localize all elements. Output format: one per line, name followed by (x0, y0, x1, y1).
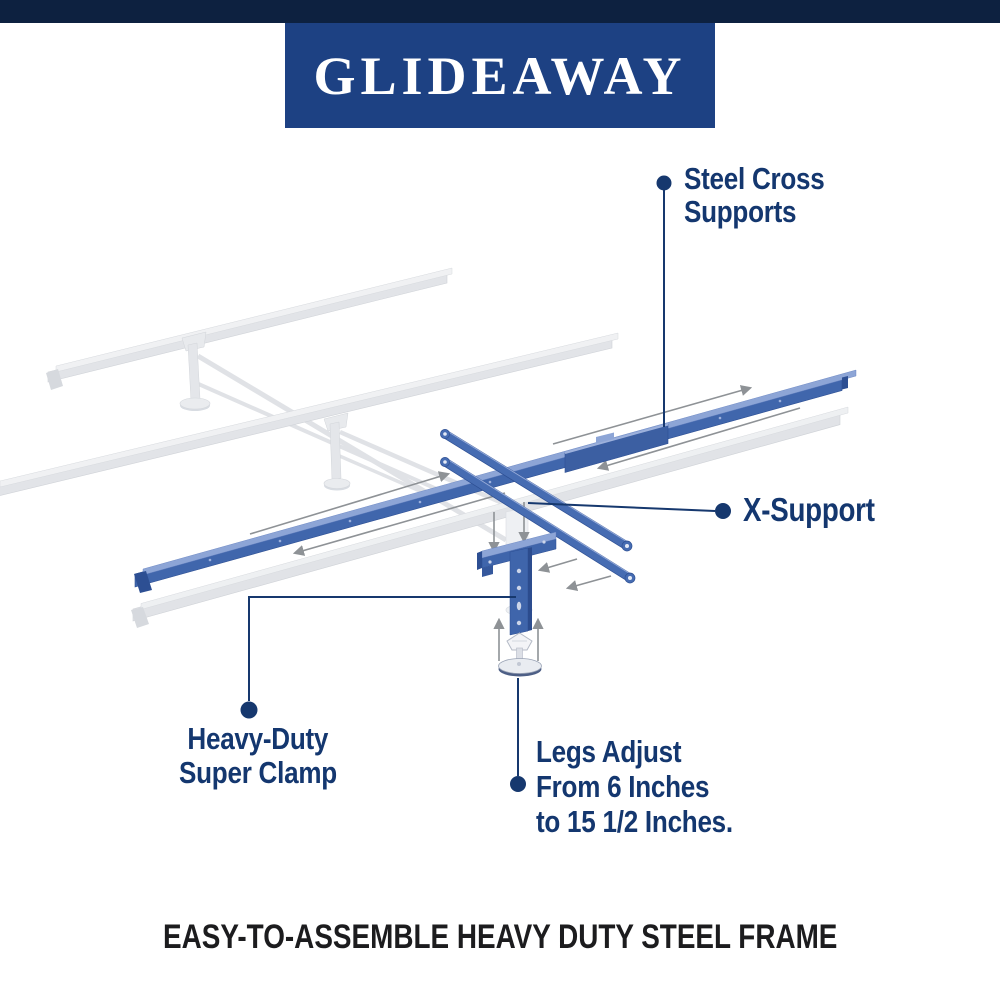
arrow-brace-2 (565, 575, 612, 591)
ghost-leg-1 (179, 331, 508, 543)
arrow-slide-right-upper (552, 385, 753, 445)
callout-legs-adjust (510, 678, 526, 792)
label-heavy-duty-super-clamp: Heavy-Duty Super Clamp (110, 722, 406, 790)
callout-steel-cross-supports (656, 175, 672, 427)
callout-x-support (527, 502, 731, 519)
header-strip (0, 0, 1000, 23)
label-steel-cross-line1: Steel Cross (684, 161, 825, 196)
label-legs-line2: From 6 Inches (536, 769, 710, 804)
arrow-slide-right-left (249, 471, 451, 535)
x-support-bar-2 (440, 457, 636, 584)
arrow-brace-1 (537, 558, 578, 573)
ghost-rail-far (46, 267, 453, 390)
frame-illustration (0, 175, 857, 792)
assembly-arrows (249, 385, 801, 661)
x-support-bars (440, 429, 636, 584)
label-steel-cross-supports: Steel Cross Supports (684, 162, 851, 228)
label-x-support: X-Support (743, 491, 875, 528)
brand-logo-text: GLIDEAWAY (313, 45, 687, 106)
arrow-slide-left-lower (292, 492, 506, 556)
ghost-leg-2 (323, 412, 524, 515)
brand-logo: GLIDEAWAY (285, 23, 715, 128)
callout-lines (240, 175, 731, 792)
label-legs-line3: to 15 1/2 Inches. (536, 804, 733, 839)
ghost-rail-near (131, 406, 849, 628)
callout-super-clamp (240, 596, 516, 719)
label-clamp-line2: Super Clamp (179, 755, 337, 790)
label-steel-cross-line2: Supports (684, 194, 797, 229)
arrow-slide-left-upper (596, 407, 801, 471)
bottom-caption: EASY-TO-ASSEMBLE HEAVY DUTY STEEL FRAME (162, 918, 838, 956)
adjustable-leg (498, 632, 542, 677)
ghost-frame-assembled (0, 267, 849, 628)
ghost-rail-middle (0, 332, 619, 496)
label-clamp-line1: Heavy-Duty (187, 721, 329, 756)
super-clamp (477, 531, 557, 636)
label-legs-adjust: Legs Adjust From 6 Inches to 15 1/2 Inch… (536, 734, 770, 839)
label-legs-line1: Legs Adjust (536, 734, 682, 769)
